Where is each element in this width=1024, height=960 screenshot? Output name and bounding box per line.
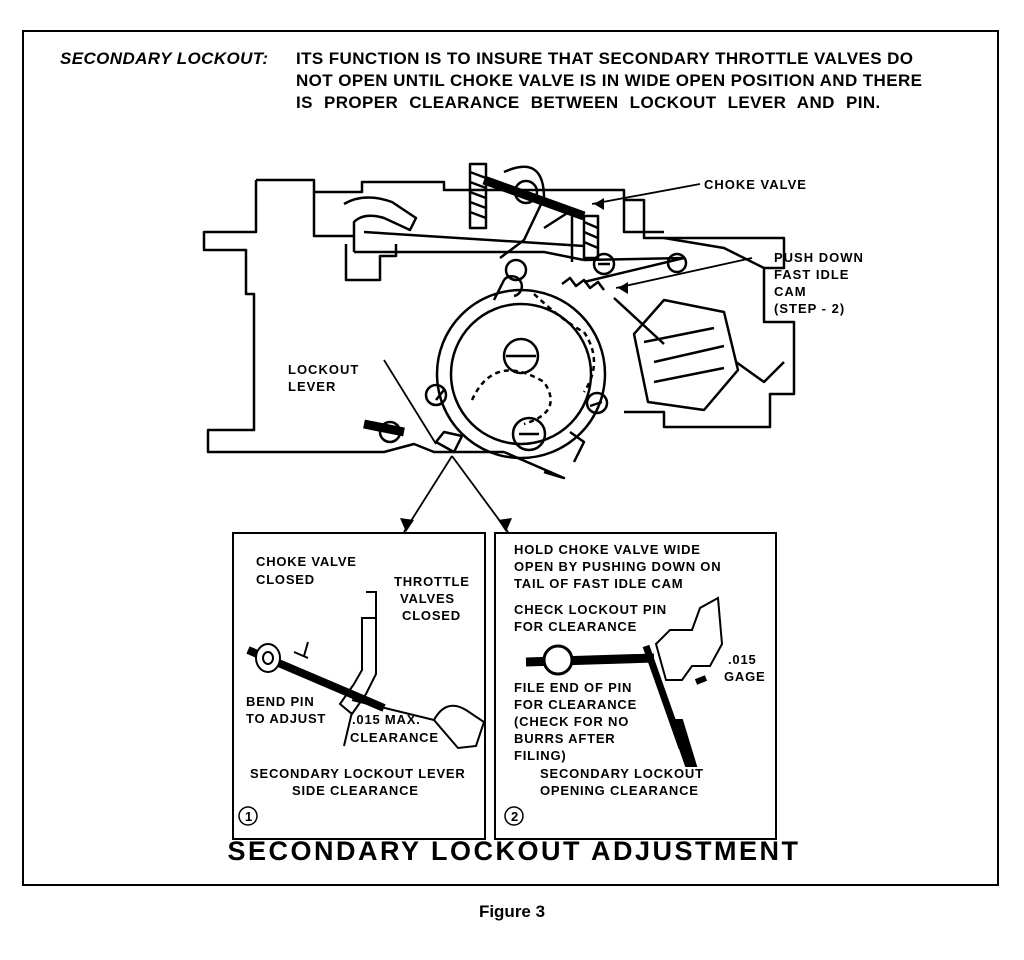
file-pin-line-5: FILING) [514, 748, 567, 763]
intro-line-2: NOT OPEN UNTIL CHOKE VALVE IS IN WIDE OP… [296, 71, 923, 90]
panel2-title-line-1: SECONDARY LOCKOUT [540, 766, 704, 781]
hold-choke-line-3: TAIL OF FAST IDLE CAM [514, 576, 684, 591]
file-pin-line-3: (CHECK FOR NO [514, 714, 630, 729]
panel-side-clearance: CHOKE VALVE CLOSED THROTTLE VALVES CLOSE… [232, 532, 486, 840]
throttle-closed-line-3: CLOSED [402, 608, 461, 623]
panel1-illustration [238, 591, 486, 826]
file-pin-line-2: FOR CLEARANCE [514, 697, 638, 712]
push-down-callout-line-4: (STEP - 2) [774, 301, 846, 316]
push-down-callout-line-1: PUSH DOWN [774, 250, 864, 265]
figure-frame: SECONDARY LOCKOUT: ITS FUNCTION IS TO IN… [22, 30, 999, 886]
gage-line-2: GAGE [724, 669, 766, 684]
panel1-title-line-2: SIDE CLEARANCE [292, 783, 419, 798]
lockout-lever-callout-line-2: LEVER [288, 379, 337, 394]
hold-choke-line-1: HOLD CHOKE VALVE WIDE [514, 542, 701, 557]
intro-line-3: IS PROPER CLEARANCE BETWEEN LOCKOUT LEVE… [296, 93, 881, 112]
bend-pin-line-1: BEND PIN [246, 694, 315, 709]
check-lockout-line-2: FOR CLEARANCE [514, 619, 638, 634]
diagram-caption: SECONDARY LOCKOUT ADJUSTMENT [227, 836, 801, 866]
file-pin-line-4: BURRS AFTER [514, 731, 616, 746]
choke-closed-line-1: CHOKE VALVE [256, 554, 357, 569]
throttle-closed-line-1: THROTTLE [394, 574, 470, 589]
push-down-callout-line-2: FAST IDLE [774, 267, 850, 282]
choke-closed-line-2: CLOSED [256, 572, 315, 587]
throttle-closed-line-2: VALVES [400, 591, 455, 606]
max-clearance-line-2: CLEARANCE [350, 730, 439, 745]
bend-pin-line-2: TO ADJUST [246, 711, 327, 726]
figure-label: Figure 3 [478, 902, 546, 921]
gage-line-1: .015 [728, 652, 757, 667]
hold-choke-line-2: OPEN BY PUSHING DOWN ON [514, 559, 722, 574]
intro-line-1: ITS FUNCTION IS TO INSURE THAT SECONDARY… [296, 49, 914, 68]
panel2-title-line-2: OPENING CLEARANCE [540, 783, 699, 798]
intro-lead: SECONDARY LOCKOUT: [60, 49, 269, 68]
max-clearance-line-1: .015 MAX. [352, 712, 421, 727]
lockout-lever-callout-line-1: LOCKOUT [288, 362, 360, 377]
panel1-title-line-1: SECONDARY LOCKOUT LEVER [250, 766, 466, 781]
panel-opening-clearance: HOLD CHOKE VALVE WIDE OPEN BY PUSHING DO… [494, 532, 777, 840]
push-down-callout-line-3: CAM [774, 284, 807, 299]
check-lockout-line-1: CHECK LOCKOUT PIN [514, 602, 667, 617]
panel2-illustration [504, 596, 724, 826]
carburetor-illustration [202, 162, 796, 533]
choke-valve-callout: CHOKE VALVE [704, 177, 807, 192]
panel2-number: 2 [510, 809, 520, 824]
panel1-number: 1 [244, 809, 254, 824]
file-pin-line-1: FILE END OF PIN [514, 680, 633, 695]
